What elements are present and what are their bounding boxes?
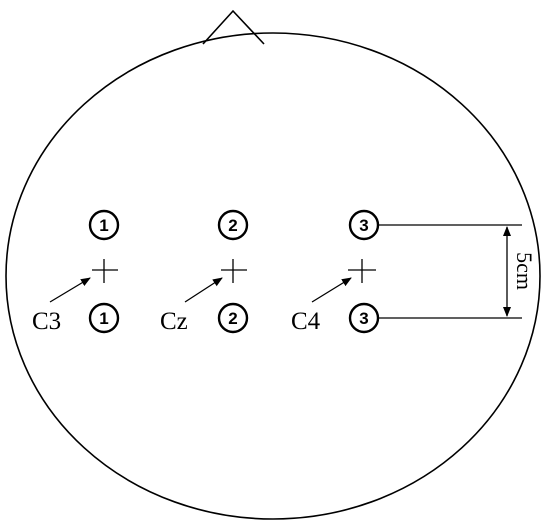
svg-text:3: 3 xyxy=(359,216,368,235)
svg-text:1: 1 xyxy=(99,216,108,235)
arrow-c4 xyxy=(311,277,352,303)
electrode-1-bottom: 1 xyxy=(88,302,120,334)
svg-text:2: 2 xyxy=(228,309,237,328)
electrode-1-top: 1 xyxy=(88,209,120,241)
cross-marker-cz xyxy=(221,259,247,283)
electrode-3-bottom: 3 xyxy=(348,302,380,334)
arrow-cz xyxy=(184,277,223,303)
cross-marker-c4 xyxy=(348,259,376,283)
site-label-cz: Cz xyxy=(160,308,188,335)
svg-text:2: 2 xyxy=(228,216,237,235)
cross-marker-c3 xyxy=(92,259,118,283)
electrode-3-top: 3 xyxy=(348,209,380,241)
electrode-2-top: 2 xyxy=(217,209,249,241)
svg-text:1: 1 xyxy=(99,309,108,328)
distance-label: 5cm xyxy=(512,252,537,290)
head-outline xyxy=(5,32,541,520)
arrow-c3 xyxy=(49,277,91,303)
electrode-2-bottom: 2 xyxy=(217,302,249,334)
site-label-c3: C3 xyxy=(32,308,61,335)
site-label-c4: C4 xyxy=(291,308,321,335)
svg-text:3: 3 xyxy=(359,309,368,328)
